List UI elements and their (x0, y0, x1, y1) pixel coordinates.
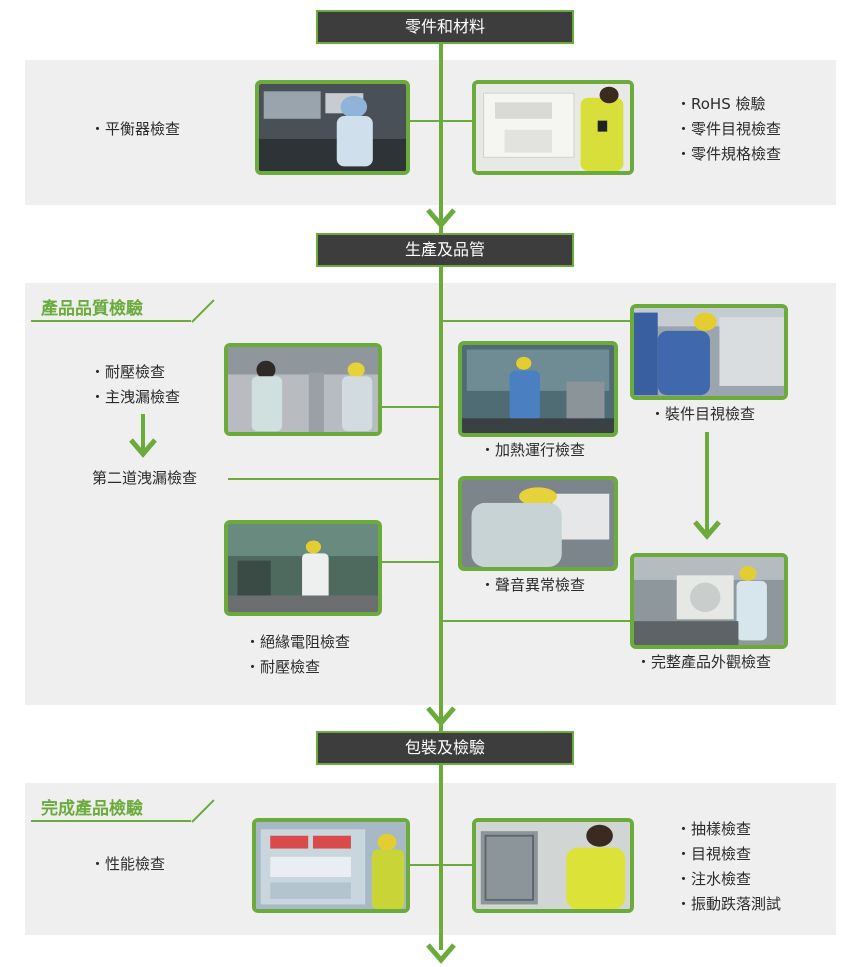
photo-insulation-resistance-check (224, 520, 382, 616)
stage-packaging-inspection: 包裝及檢驗 (316, 731, 574, 765)
label-parts-checks: ・RoHS 檢驗 ・零件目視檢查 ・零件規格檢查 (676, 92, 781, 167)
label-second-leak-check: 第二道洩漏檢查 (92, 469, 198, 487)
label-balancer-check: ・平衡器檢查 (90, 120, 181, 138)
section-underline (31, 820, 191, 822)
arrow-down-icon (693, 432, 721, 540)
arrow-down-icon (129, 414, 157, 458)
flow-line (439, 40, 443, 950)
label-pressure-leak-checks: ・耐壓檢查 ・主洩漏檢查 (90, 360, 180, 410)
list-item: ・注水檢查 (676, 870, 752, 888)
chevron-down-icon (426, 943, 456, 964)
list-item: ・耐壓檢查 (245, 658, 321, 676)
label-assembly-visual-check: ・裝件目視檢查 (650, 405, 756, 423)
photo-performance-check (252, 818, 410, 913)
section-underline (31, 320, 191, 322)
panel-final (25, 783, 836, 935)
connector (442, 320, 632, 322)
photo-rohs-inspection (472, 80, 634, 175)
connector (408, 120, 474, 122)
connector (408, 864, 474, 866)
photo-pressure-leak-check (224, 343, 382, 436)
list-item: ・振動跌落測試 (676, 895, 782, 913)
photo-product-appearance-check (630, 553, 788, 649)
chevron-down-icon (426, 208, 456, 229)
photo-sampling-check (472, 818, 634, 913)
connector (228, 478, 440, 480)
list-item: ・零件目視檢查 (676, 120, 782, 138)
photo-abnormal-noise-check (458, 476, 618, 571)
list-item: ・RoHS 檢驗 (676, 95, 766, 113)
list-item: ・耐壓檢查 (90, 363, 166, 381)
list-item: ・抽樣檢查 (676, 820, 752, 838)
stage-production-qc: 生產及品管 (316, 233, 574, 267)
photo-heating-run-check (458, 341, 618, 437)
connector (442, 620, 632, 622)
label-appearance-check: ・完整產品外觀檢查 (636, 653, 772, 671)
list-item: ・零件規格檢查 (676, 145, 782, 163)
chevron-down-icon (426, 706, 456, 727)
section-title-final-product: 完成產品檢驗 (41, 799, 143, 819)
label-insulation-checks: ・絕緣電阻檢查 ・耐壓檢查 (245, 630, 350, 680)
list-item: ・絕緣電阻檢查 (245, 633, 351, 651)
connector (380, 561, 440, 563)
label-noise-check: ・聲音異常檢查 (480, 576, 586, 594)
photo-balancer-inspection (255, 80, 410, 175)
stage-parts-materials: 零件和材料 (316, 10, 574, 44)
label-performance-check: ・性能檢查 (90, 855, 166, 873)
label-heating-run-check: ・加熱運行檢查 (480, 441, 586, 459)
connector (380, 406, 440, 408)
list-item: ・目視檢查 (676, 845, 752, 863)
photo-assembly-visual-check (630, 304, 788, 400)
section-title-product-quality: 產品品質檢驗 (41, 299, 143, 319)
panel-parts (25, 60, 836, 205)
label-final-checks: ・抽樣檢查 ・目視檢查 ・注水檢查 ・振動跌落測試 (676, 817, 781, 917)
list-item: ・主洩漏檢查 (90, 388, 181, 406)
